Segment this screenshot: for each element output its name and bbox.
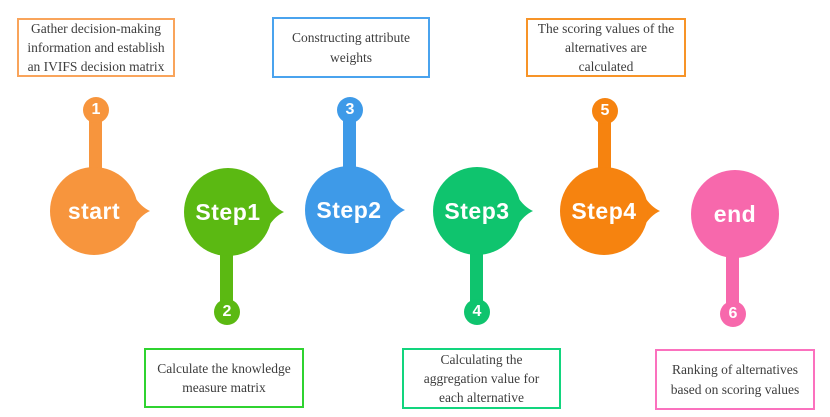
badge-number: 4 (472, 303, 482, 320)
info-box-step1-text: Gather decision-making information and e… (27, 20, 165, 75)
flow-node-step2: Step2 (305, 166, 393, 254)
info-box-step3: Constructing attribute weights (272, 17, 430, 78)
arrow-tail-icon (389, 195, 405, 225)
number-badge: 3 (337, 97, 363, 123)
info-box-step4: Calculating the aggregation value for ea… (402, 348, 561, 409)
arrow-tail-icon (134, 196, 150, 226)
connector-stem (89, 104, 102, 184)
badge-number: 2 (222, 303, 232, 320)
info-box-step5-text: The scoring values of the alternatives a… (537, 20, 675, 75)
badge-number: 1 (91, 101, 101, 118)
badge-number: 3 (345, 101, 355, 118)
number-badge: 1 (83, 97, 109, 123)
info-box-step3-text: Constructing attribute weights (291, 30, 411, 65)
info-box-step2: Calculate the knowledge measure matrix (144, 348, 304, 408)
info-box-step1: Gather decision-making information and e… (17, 18, 175, 77)
info-box-step5: The scoring values of the alternatives a… (526, 18, 686, 77)
flow-node-step3: Step3 (433, 167, 521, 255)
badge-number: 5 (600, 102, 610, 119)
arrow-tail-icon (517, 196, 533, 226)
node-label: Step4 (571, 197, 637, 224)
info-box-step6: Ranking of alternatives based on scoring… (655, 349, 815, 410)
badge-number: 6 (728, 305, 738, 322)
flow-node-start: start (50, 167, 138, 255)
number-badge: 2 (214, 299, 240, 325)
flow-node-end: end (691, 170, 779, 258)
info-box-step6-text: Ranking of alternatives based on scoring… (670, 362, 800, 397)
flow-node-step1: Step1 (184, 168, 272, 256)
number-badge: 6 (720, 301, 746, 327)
arrow-tail-icon (644, 196, 660, 226)
node-label: start (67, 197, 121, 224)
info-box-step4-text: Calculating the aggregation value for ea… (423, 351, 540, 406)
number-badge: 4 (464, 299, 490, 325)
flow-node-step4: Step4 (560, 167, 648, 255)
node-label: Step1 (195, 198, 261, 225)
connector-stem (220, 240, 233, 318)
connector-stem (343, 104, 356, 184)
connector-stem (470, 240, 483, 318)
node-label: end (713, 200, 757, 227)
arrow-tail-icon (268, 197, 284, 227)
node-label: Step2 (316, 196, 382, 223)
node-label: Step3 (444, 197, 510, 224)
info-box-step2-text: Calculate the knowledge measure matrix (157, 360, 291, 395)
number-badge: 5 (592, 98, 618, 124)
connector-stem (598, 105, 611, 185)
